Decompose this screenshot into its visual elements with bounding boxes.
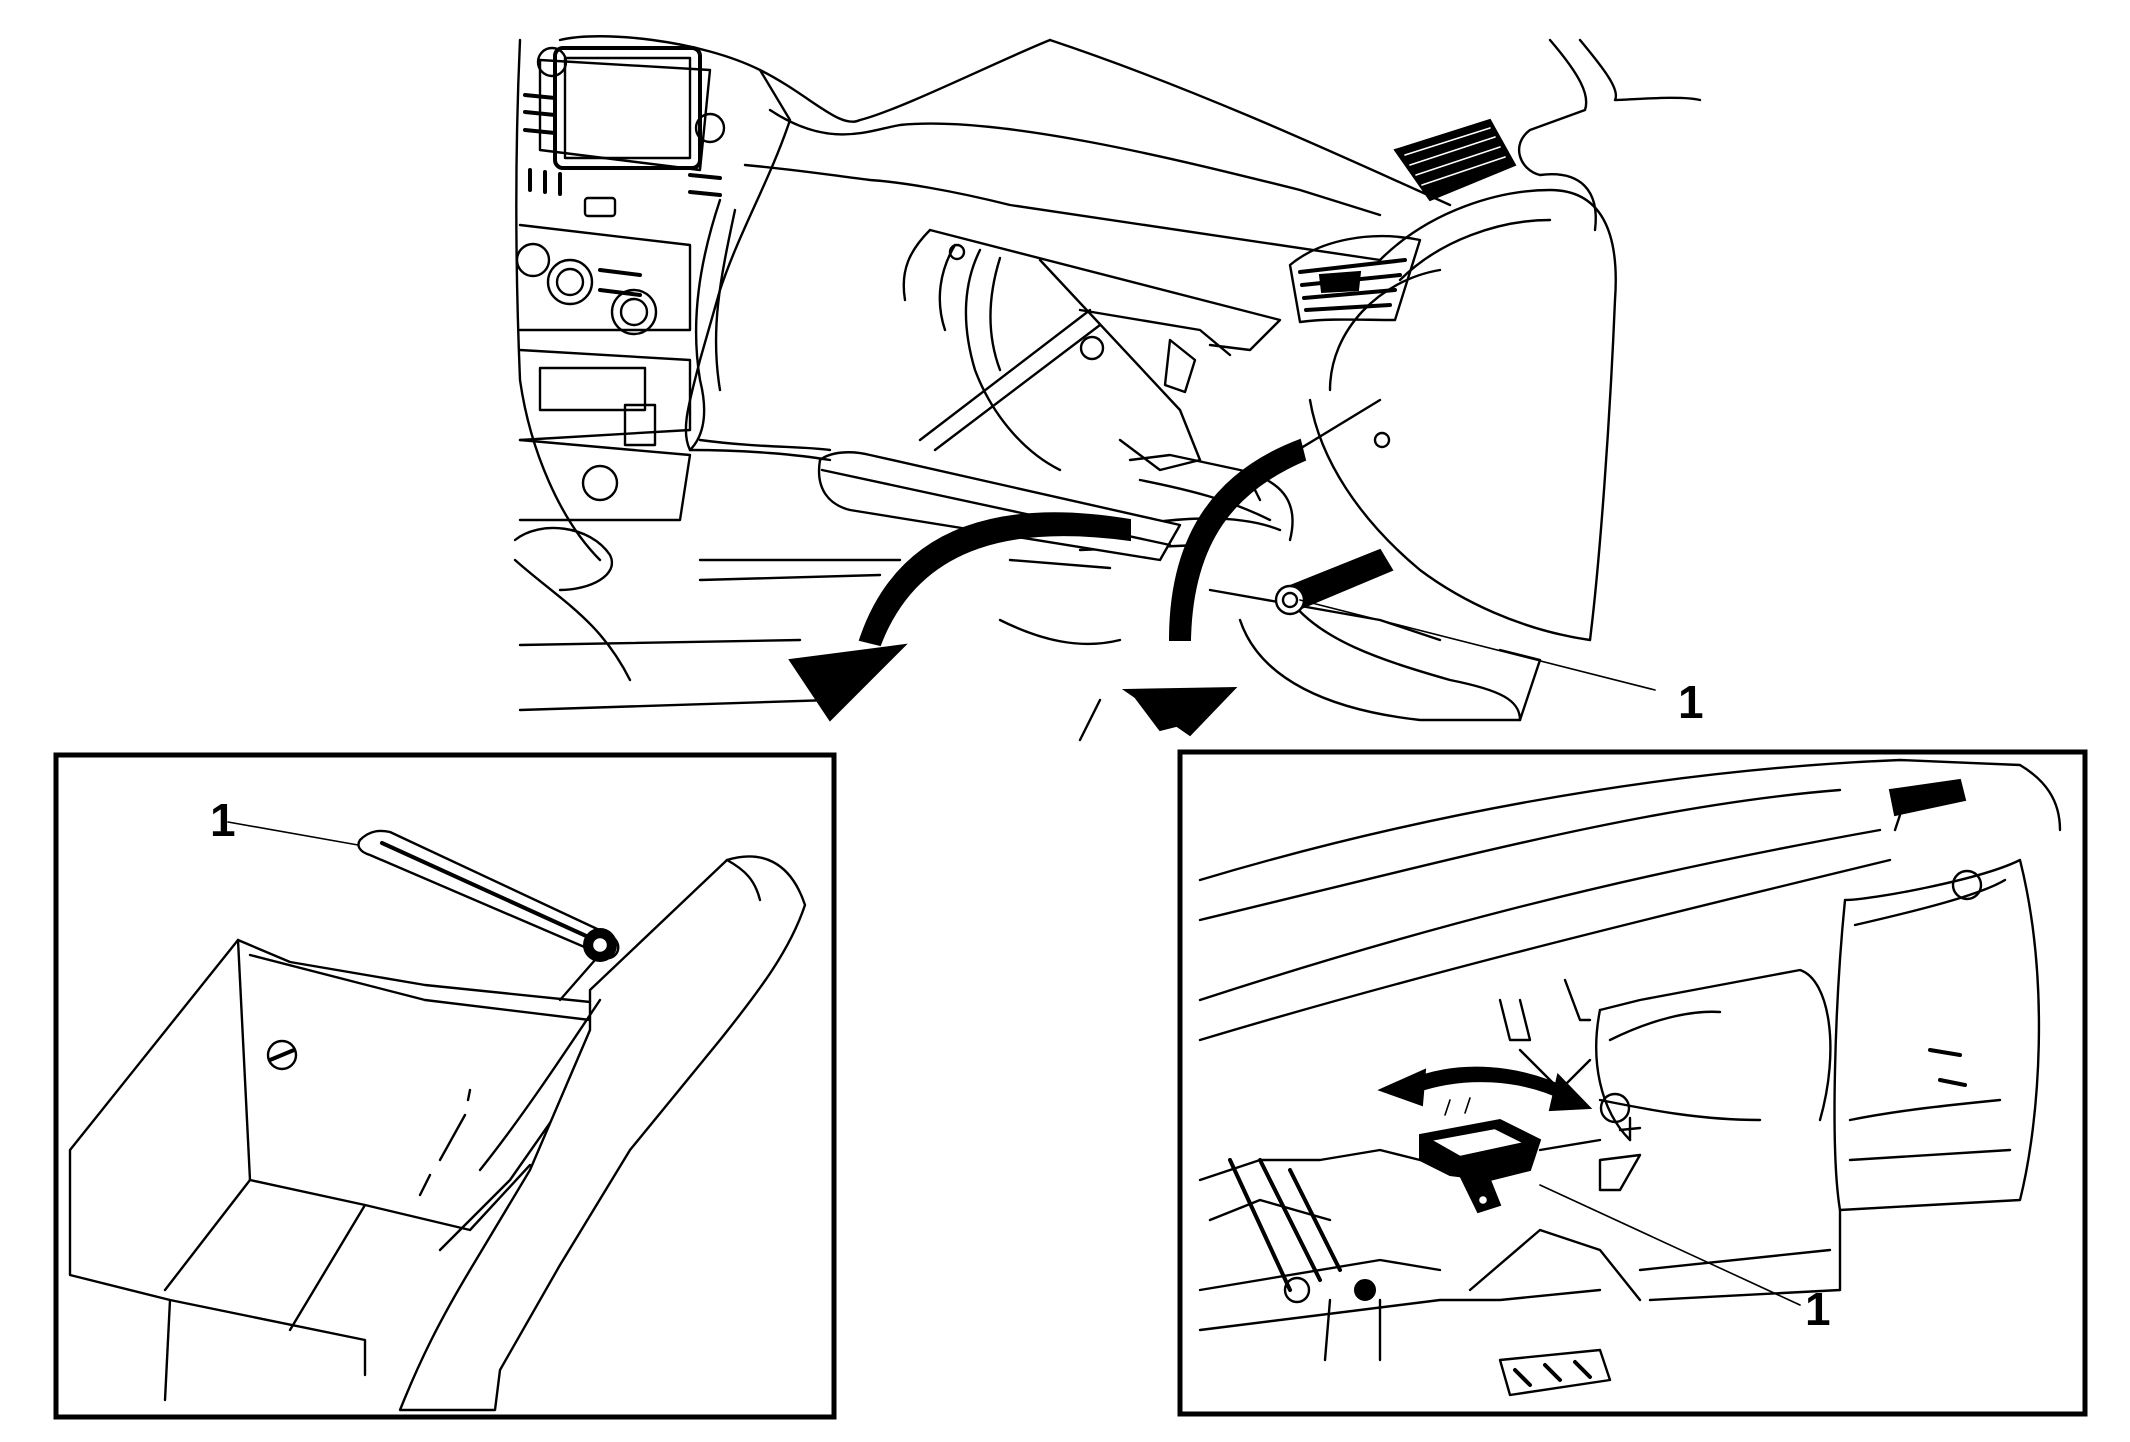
callout-right: 1 (1539, 1184, 1831, 1335)
glove-box-opening (902, 228, 1294, 552)
glove-box-door (817, 451, 1182, 562)
dash-top-surface (1198, 758, 2062, 1042)
dash-upper-contour (688, 38, 1702, 452)
callout-left-label: 1 (210, 794, 236, 846)
removal-direction-arrows (788, 438, 1307, 737)
callout-right-label: 1 (1805, 1283, 1831, 1335)
left-inset: 1 (53, 752, 837, 1420)
callout-main-label: 1 (1678, 676, 1704, 728)
callout-main: 1 (1299, 599, 1704, 728)
arrow-head-left (788, 643, 908, 722)
center-stack (513, 35, 792, 682)
main-view-instrument-panel: 1 (513, 35, 1704, 742)
glove-box-lamp-switch (1419, 1116, 1642, 1214)
dash-lower-contour (518, 448, 1542, 742)
glove-box-damper-strap (1274, 548, 1394, 616)
air-vent-top-right (1393, 118, 1517, 202)
knee-bolster (1248, 188, 1617, 642)
right-inset: 1 (1177, 749, 2088, 1417)
hinge-area (1198, 1148, 1842, 1397)
dash-trim (398, 855, 807, 1412)
rotation-arrow (1377, 1066, 1593, 1116)
glove-box-door-open (1833, 858, 2041, 1212)
glove-box-damper: 1 (210, 794, 620, 1002)
air-vent-center (1288, 234, 1422, 324)
